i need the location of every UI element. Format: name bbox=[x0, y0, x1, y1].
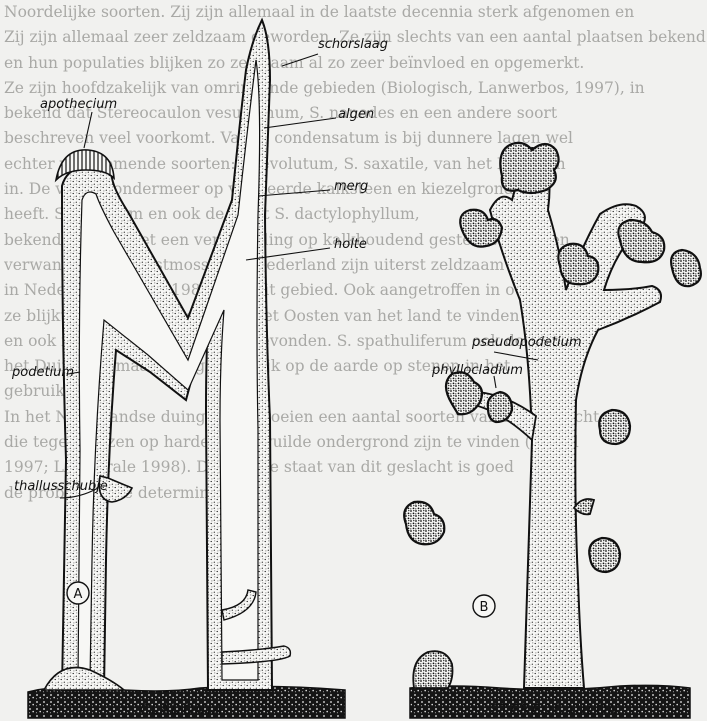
phyllocladium-9 bbox=[589, 538, 620, 572]
phyllocladium-6 bbox=[488, 392, 512, 422]
leader-algen bbox=[264, 118, 336, 128]
leader-schorslaag bbox=[282, 54, 318, 66]
label-phyllocladium: phyllocladium bbox=[431, 363, 523, 378]
phyllocladium-3 bbox=[618, 220, 664, 262]
label-merg: merg bbox=[334, 179, 368, 194]
label-algen: algen bbox=[338, 107, 374, 122]
stereocaulon-basal-lobe bbox=[413, 651, 452, 688]
phyllocladium-7 bbox=[404, 502, 444, 545]
cladonia-figure: schorslaag apothecium algen merg holte p… bbox=[11, 20, 388, 718]
label-holte: holte bbox=[334, 237, 367, 252]
cladonia-basal-scale bbox=[44, 668, 124, 691]
label-schorslaag: schorslaag bbox=[318, 37, 388, 52]
phyllocladium-5 bbox=[446, 372, 482, 414]
phyllocladium-top bbox=[500, 143, 558, 193]
leader-merg bbox=[258, 190, 330, 196]
label-thallusschubje: thallusschubje bbox=[14, 479, 108, 494]
marker-b: B bbox=[480, 600, 489, 615]
stereocaulon-figure: pseudopodetium phyllocladium B STEREOCAU… bbox=[404, 143, 701, 718]
phyllocladium-4 bbox=[671, 250, 701, 286]
marker-a: A bbox=[74, 587, 83, 602]
label-apothecium: apothecium bbox=[40, 97, 117, 112]
caption-stereocaulon: STEREOCAULON bbox=[490, 703, 620, 718]
phyllocladium-8 bbox=[599, 410, 630, 444]
leader-apothecium bbox=[84, 112, 92, 148]
caption-cladonia: CLADONIA bbox=[140, 703, 224, 718]
label-podetium: podetium bbox=[11, 365, 74, 380]
label-pseudopodetium: pseudopodetium bbox=[471, 335, 582, 350]
phyllocladium-10 bbox=[574, 499, 594, 514]
